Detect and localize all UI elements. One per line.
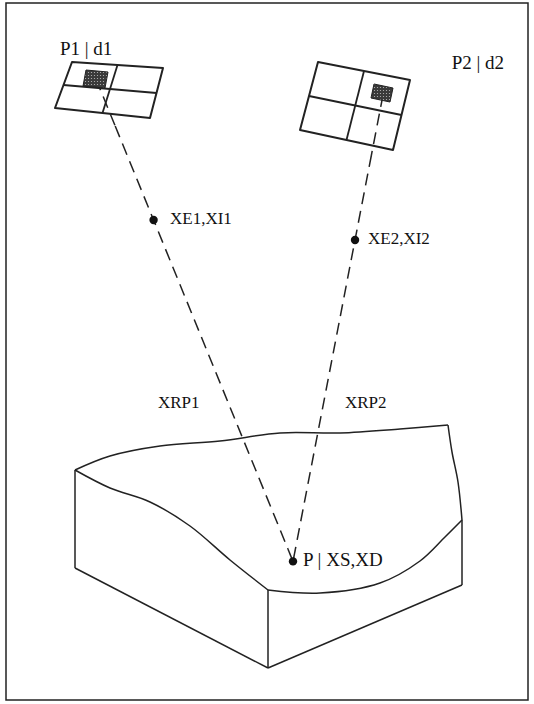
orientation-label: XE2,XI2 (368, 229, 430, 249)
node-label: P2 | d2 (452, 52, 504, 75)
projection-centre-dot (351, 236, 359, 244)
terrain-edge (268, 520, 462, 593)
orientation-label: XE1,XI1 (170, 209, 232, 229)
ray-label: XRP2 (345, 393, 387, 413)
image-frame: P1 | d1 (48, 38, 173, 126)
object-point: P | XS,XD (286, 549, 389, 574)
ray-label: XRP1 (158, 393, 200, 413)
terrain-edge (74, 470, 76, 568)
terrain-edge (75, 568, 268, 668)
sight-ray (295, 155, 371, 549)
terrain-edge (461, 520, 463, 585)
object-point-dot (289, 557, 297, 565)
image-patch (83, 70, 108, 88)
frame-grid-line (64, 85, 157, 93)
terrain-edge (267, 590, 269, 668)
node-label: P | XS,XD (303, 549, 383, 572)
image-frame: P2 | d2 (295, 50, 510, 155)
image-patch (371, 84, 393, 102)
node-label: P1 | d1 (60, 38, 112, 61)
sight-ray (115, 126, 288, 549)
frame-outline (300, 62, 410, 150)
figure-border (6, 3, 528, 700)
terrain-edge (75, 470, 268, 590)
terrain-edge (75, 425, 448, 470)
projection-centre-dot (149, 216, 157, 224)
terrain-edge (448, 425, 462, 520)
terrain-block (75, 425, 462, 668)
terrain-edge (268, 585, 462, 668)
frame-grid-line (309, 96, 402, 115)
frame-outline (55, 62, 163, 118)
